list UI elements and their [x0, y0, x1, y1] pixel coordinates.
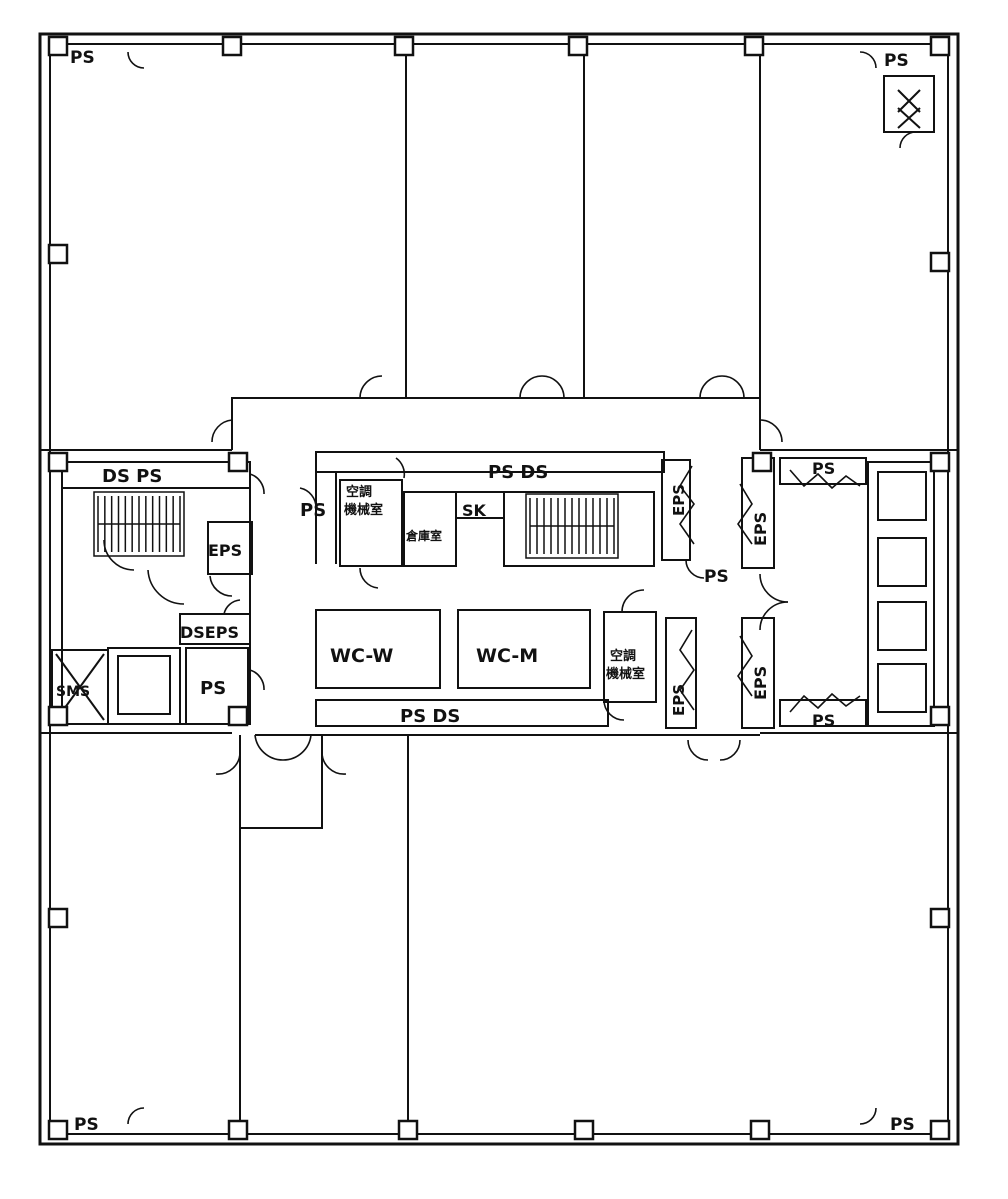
label-eps-right-bottom: EPS	[751, 666, 770, 700]
elevator-shafts	[55, 75, 935, 721]
label-ps-right-bottom: PS	[812, 711, 835, 730]
room-labels: PS PS PS PS DS PS EPS DSEPS PS SMS PS DS…	[56, 48, 915, 1135]
label-ps-ds-center: PS DS	[488, 462, 548, 483]
column	[567, 35, 589, 57]
column	[929, 251, 951, 273]
label-ps-top-left: PS	[70, 48, 95, 68]
column	[47, 907, 69, 929]
label-wc-w: WC-W	[330, 645, 393, 667]
label-eps-center-bottom: EPS	[670, 684, 688, 716]
column	[929, 451, 951, 473]
columns	[47, 35, 951, 1141]
label-wc-m: WC-M	[476, 645, 538, 667]
column	[47, 451, 69, 473]
column	[751, 451, 773, 473]
core-walls	[40, 397, 958, 829]
label-eps-right-top: EPS	[751, 512, 770, 546]
label-ds-ps-left: DS PS	[102, 466, 162, 487]
column	[929, 907, 951, 929]
column	[393, 35, 415, 57]
column	[227, 451, 249, 473]
label-ps-right-top: PS	[812, 459, 835, 478]
column	[743, 35, 765, 57]
label-ds-eps-left: DSEPS	[180, 623, 239, 642]
column	[929, 705, 951, 727]
label-ac-room-top-2: 機械室	[344, 502, 383, 518]
label-ps-bottom-right: PS	[890, 1115, 915, 1135]
column	[397, 1119, 419, 1141]
stair-left	[93, 491, 185, 557]
label-ps-left-core: PS	[200, 678, 226, 699]
column	[47, 243, 69, 265]
column	[221, 35, 243, 57]
label-ac-room-top-1: 空調	[346, 484, 372, 500]
label-ac-room-bottom-1: 空調	[610, 648, 636, 664]
column	[227, 705, 249, 727]
column	[929, 1119, 951, 1141]
column	[47, 1119, 69, 1141]
label-eps-center-top: EPS	[670, 484, 688, 516]
partition-lines	[239, 48, 761, 1134]
label-storage: 倉庫室	[405, 528, 442, 543]
door-swings	[103, 51, 917, 1125]
column	[47, 705, 69, 727]
stair-outline	[93, 491, 185, 557]
stair-outline	[525, 493, 619, 559]
column	[929, 35, 951, 57]
label-eps-left: EPS	[208, 541, 242, 560]
label-ac-room-bottom-2: 機械室	[606, 666, 645, 682]
label-ps-top-right: PS	[884, 51, 909, 71]
label-ps-ds-bottom: PS DS	[400, 706, 460, 727]
label-ps-bottom-left: PS	[74, 1115, 99, 1135]
outer-walls	[38, 32, 960, 1146]
column	[749, 1119, 771, 1141]
column	[227, 1119, 249, 1141]
label-ps-center-left: PS	[300, 500, 326, 521]
column	[573, 1119, 595, 1141]
column	[47, 35, 69, 57]
label-sms: SMS	[56, 684, 90, 700]
label-sk: SK	[462, 501, 487, 520]
label-ps-corridor-right: PS	[704, 567, 729, 587]
stair-center	[525, 493, 619, 559]
